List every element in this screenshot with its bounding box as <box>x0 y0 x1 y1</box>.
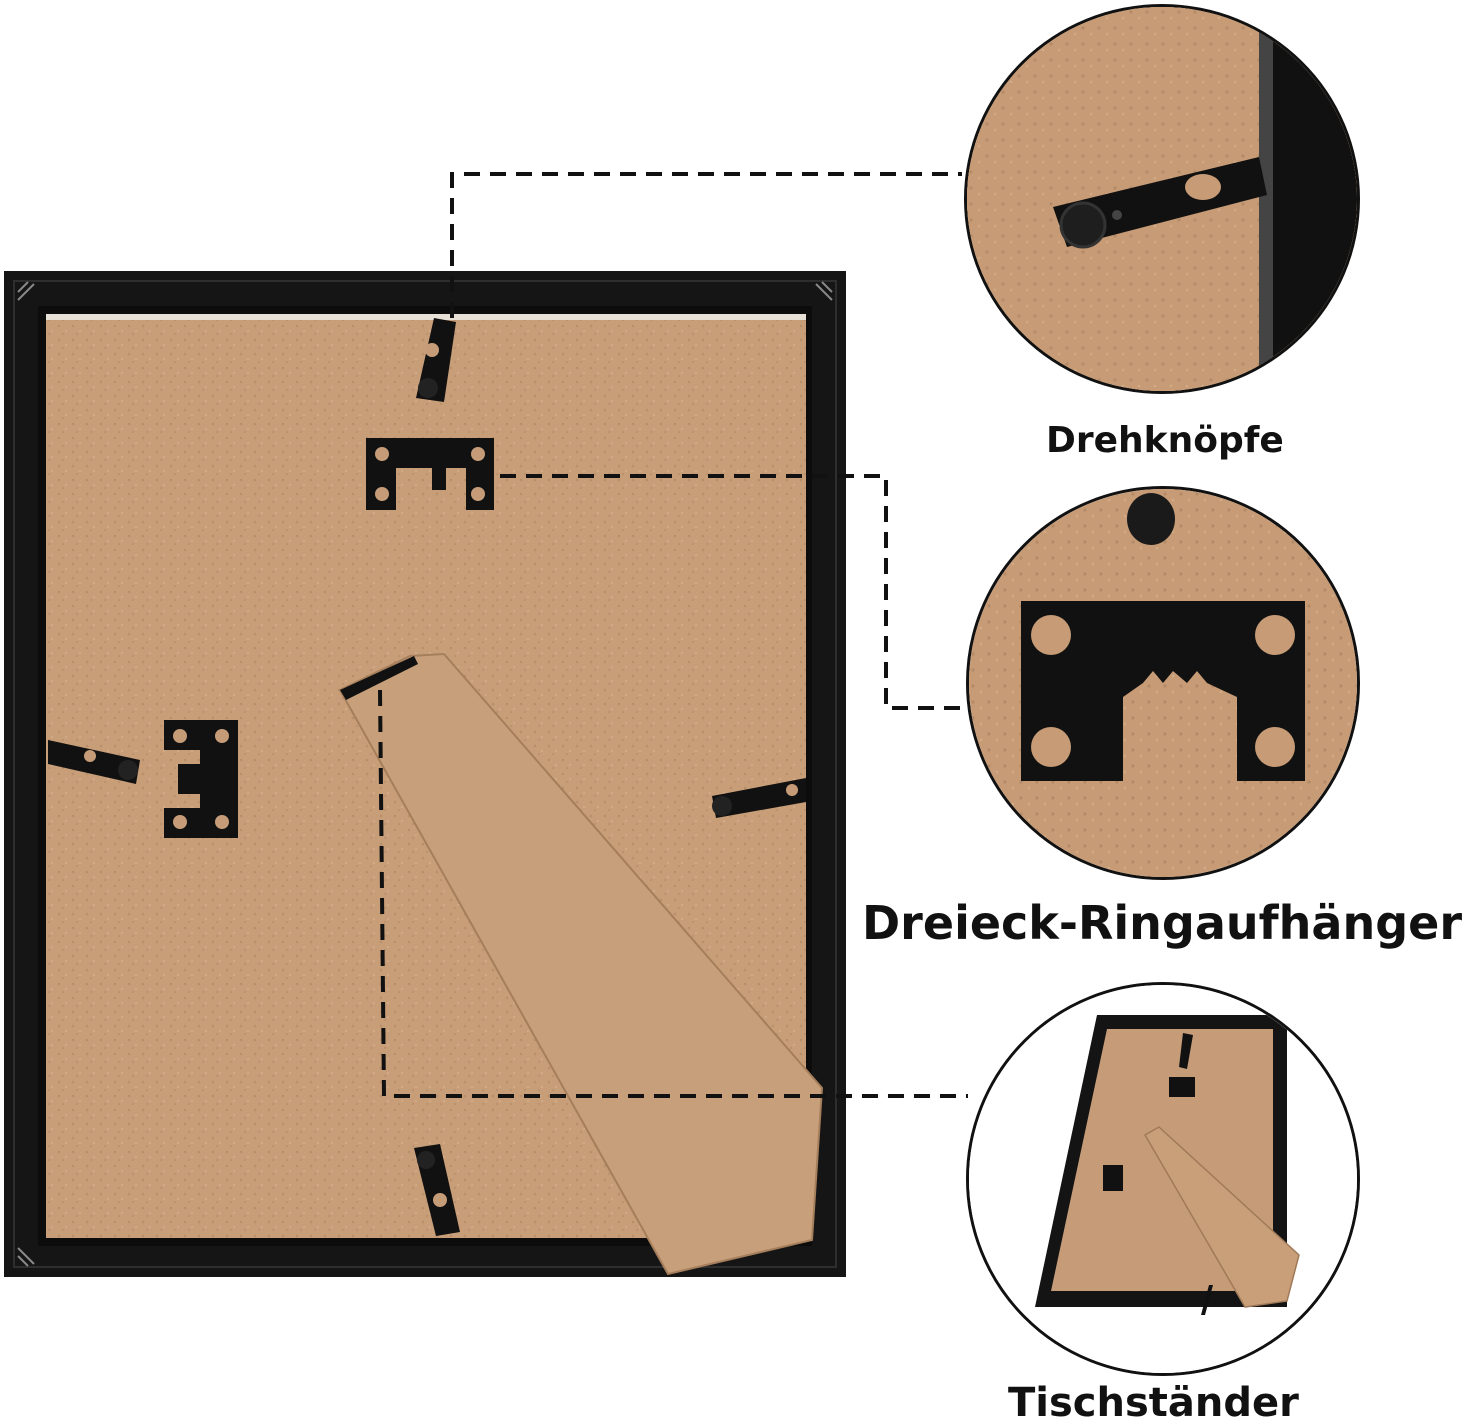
label-sawtooth-hangers: Dreieck-Ringaufhänger <box>862 896 1462 950</box>
connector-middle <box>500 474 970 710</box>
sawtooth-hanger-top <box>366 438 494 510</box>
turn-button-right <box>712 778 806 818</box>
turn-button-bottom <box>414 1144 460 1236</box>
turn-button-top <box>416 318 456 402</box>
easel-stand <box>338 652 824 1276</box>
zoom-circle-turn-button <box>964 4 1360 394</box>
connector-bottom <box>378 689 968 1098</box>
zoom-circle-sawtooth-hanger <box>966 486 1360 880</box>
sawtooth-hanger-left <box>164 720 238 838</box>
label-table-stand: Tischständer <box>1008 1380 1299 1426</box>
connector-top <box>450 172 962 318</box>
zoom-circle-table-stand <box>966 982 1360 1376</box>
turn-button-left <box>48 740 140 784</box>
label-turn-buttons: Drehknöpfe <box>1046 420 1284 461</box>
